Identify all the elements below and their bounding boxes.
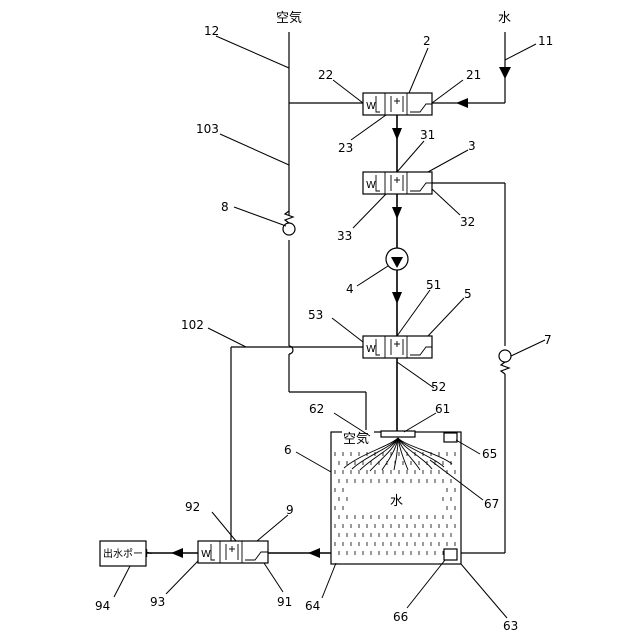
ref-31: 31 — [420, 128, 435, 142]
svg-text:W: W — [366, 344, 376, 355]
ref-52: 52 — [431, 380, 446, 394]
svg-text:W: W — [366, 180, 376, 191]
ref-8: 8 — [221, 200, 229, 214]
water-tank-6: 空気 水 — [331, 430, 461, 564]
ref-92: 92 — [185, 500, 200, 514]
ref-65: 65 — [482, 447, 497, 461]
reference-numerals: 12 11 2 22 21 23 31 3 32 33 103 8 4 51 5… — [95, 24, 553, 633]
ref-5: 5 — [464, 287, 472, 301]
ref-67: 67 — [484, 497, 499, 511]
ref-33: 33 — [337, 229, 352, 243]
air-label-top: 空気 — [276, 10, 302, 26]
ref-53: 53 — [308, 308, 323, 322]
ref-91: 91 — [277, 595, 292, 609]
check-valve-7 — [499, 350, 511, 374]
tank-water-label: 水 — [390, 494, 403, 509]
ref-51: 51 — [426, 278, 441, 292]
ref-9: 9 — [286, 503, 294, 517]
ref-22: 22 — [318, 68, 333, 82]
ref-94: 94 — [95, 599, 110, 613]
pump-4 — [386, 248, 408, 270]
ref-23: 23 — [338, 141, 353, 155]
air-supply-line — [289, 32, 366, 432]
ref-12: 12 — [204, 24, 219, 38]
outlet-port-label: 出水ポート — [103, 547, 153, 560]
ref-32: 32 — [460, 215, 475, 229]
ref-3: 3 — [468, 139, 476, 153]
ref-103: 103 — [196, 122, 219, 136]
ref-21: 21 — [466, 68, 481, 82]
ref-64: 64 — [305, 599, 320, 613]
water-label-top: 水 — [498, 11, 511, 26]
solenoid-valve-3: W — [363, 172, 432, 194]
ref-11: 11 — [538, 34, 553, 48]
solenoid-valve-5: W — [363, 336, 432, 358]
ref-61: 61 — [435, 402, 450, 416]
ref-62: 62 — [309, 402, 324, 416]
ref-102: 102 — [181, 318, 204, 332]
ref-7: 7 — [544, 333, 552, 347]
leader-lines — [114, 36, 545, 618]
solenoid-valve-2: W — [363, 93, 432, 115]
ref-63: 63 — [503, 619, 518, 633]
svg-text:W: W — [201, 549, 211, 560]
ref-4: 4 — [346, 282, 354, 296]
svg-text:W: W — [366, 101, 376, 112]
ref-93: 93 — [150, 595, 165, 609]
ref-6: 6 — [284, 443, 292, 457]
outlet-port-94: 出水ポート — [100, 541, 153, 566]
solenoid-valve-9: W — [198, 541, 268, 563]
ref-2: 2 — [423, 34, 431, 48]
ref-66: 66 — [393, 610, 408, 624]
